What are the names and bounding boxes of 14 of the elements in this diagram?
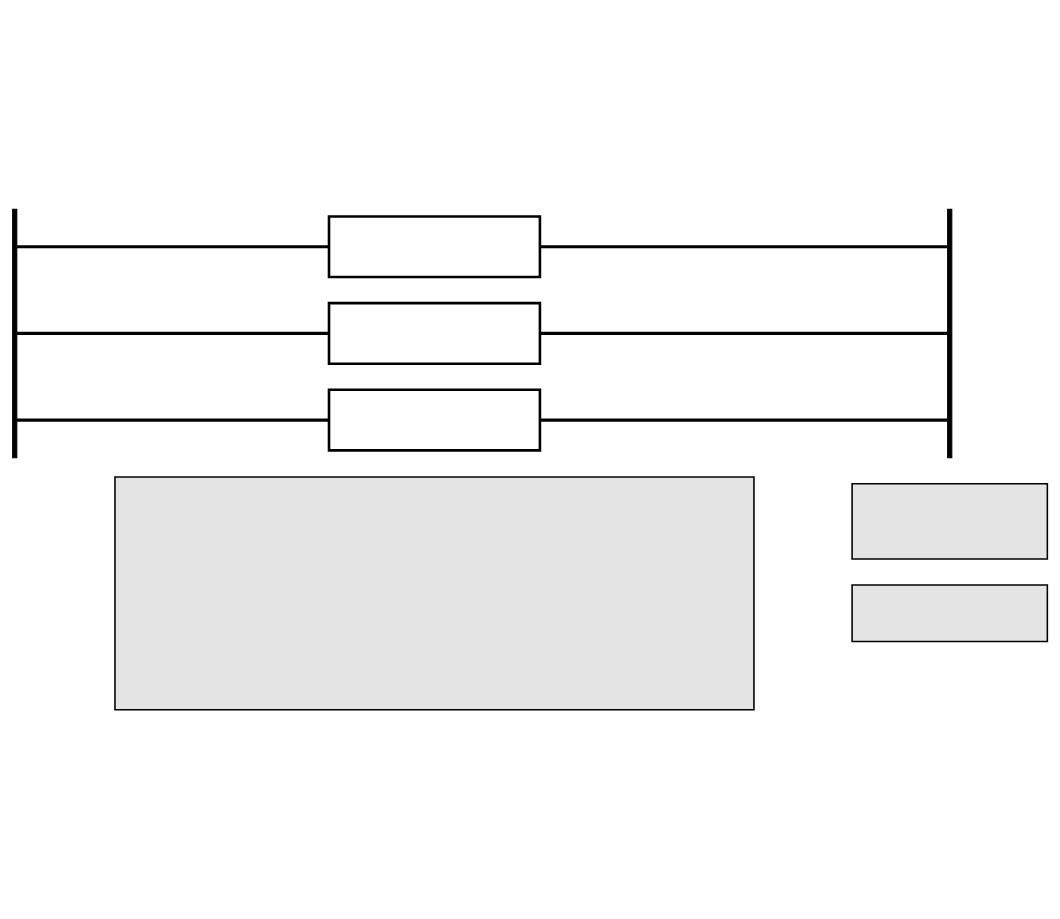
connector [17,245,329,249]
connector [17,331,329,335]
node-box [851,483,1049,560]
node-box [327,215,542,279]
connector [540,331,948,335]
node-box [114,476,755,711]
connector [540,418,948,422]
connector [540,245,948,249]
node-bar [12,208,18,459]
connector [17,418,329,422]
node-bar [947,208,953,459]
node-box [327,388,542,452]
node-box [327,301,542,365]
node-box [851,584,1049,643]
